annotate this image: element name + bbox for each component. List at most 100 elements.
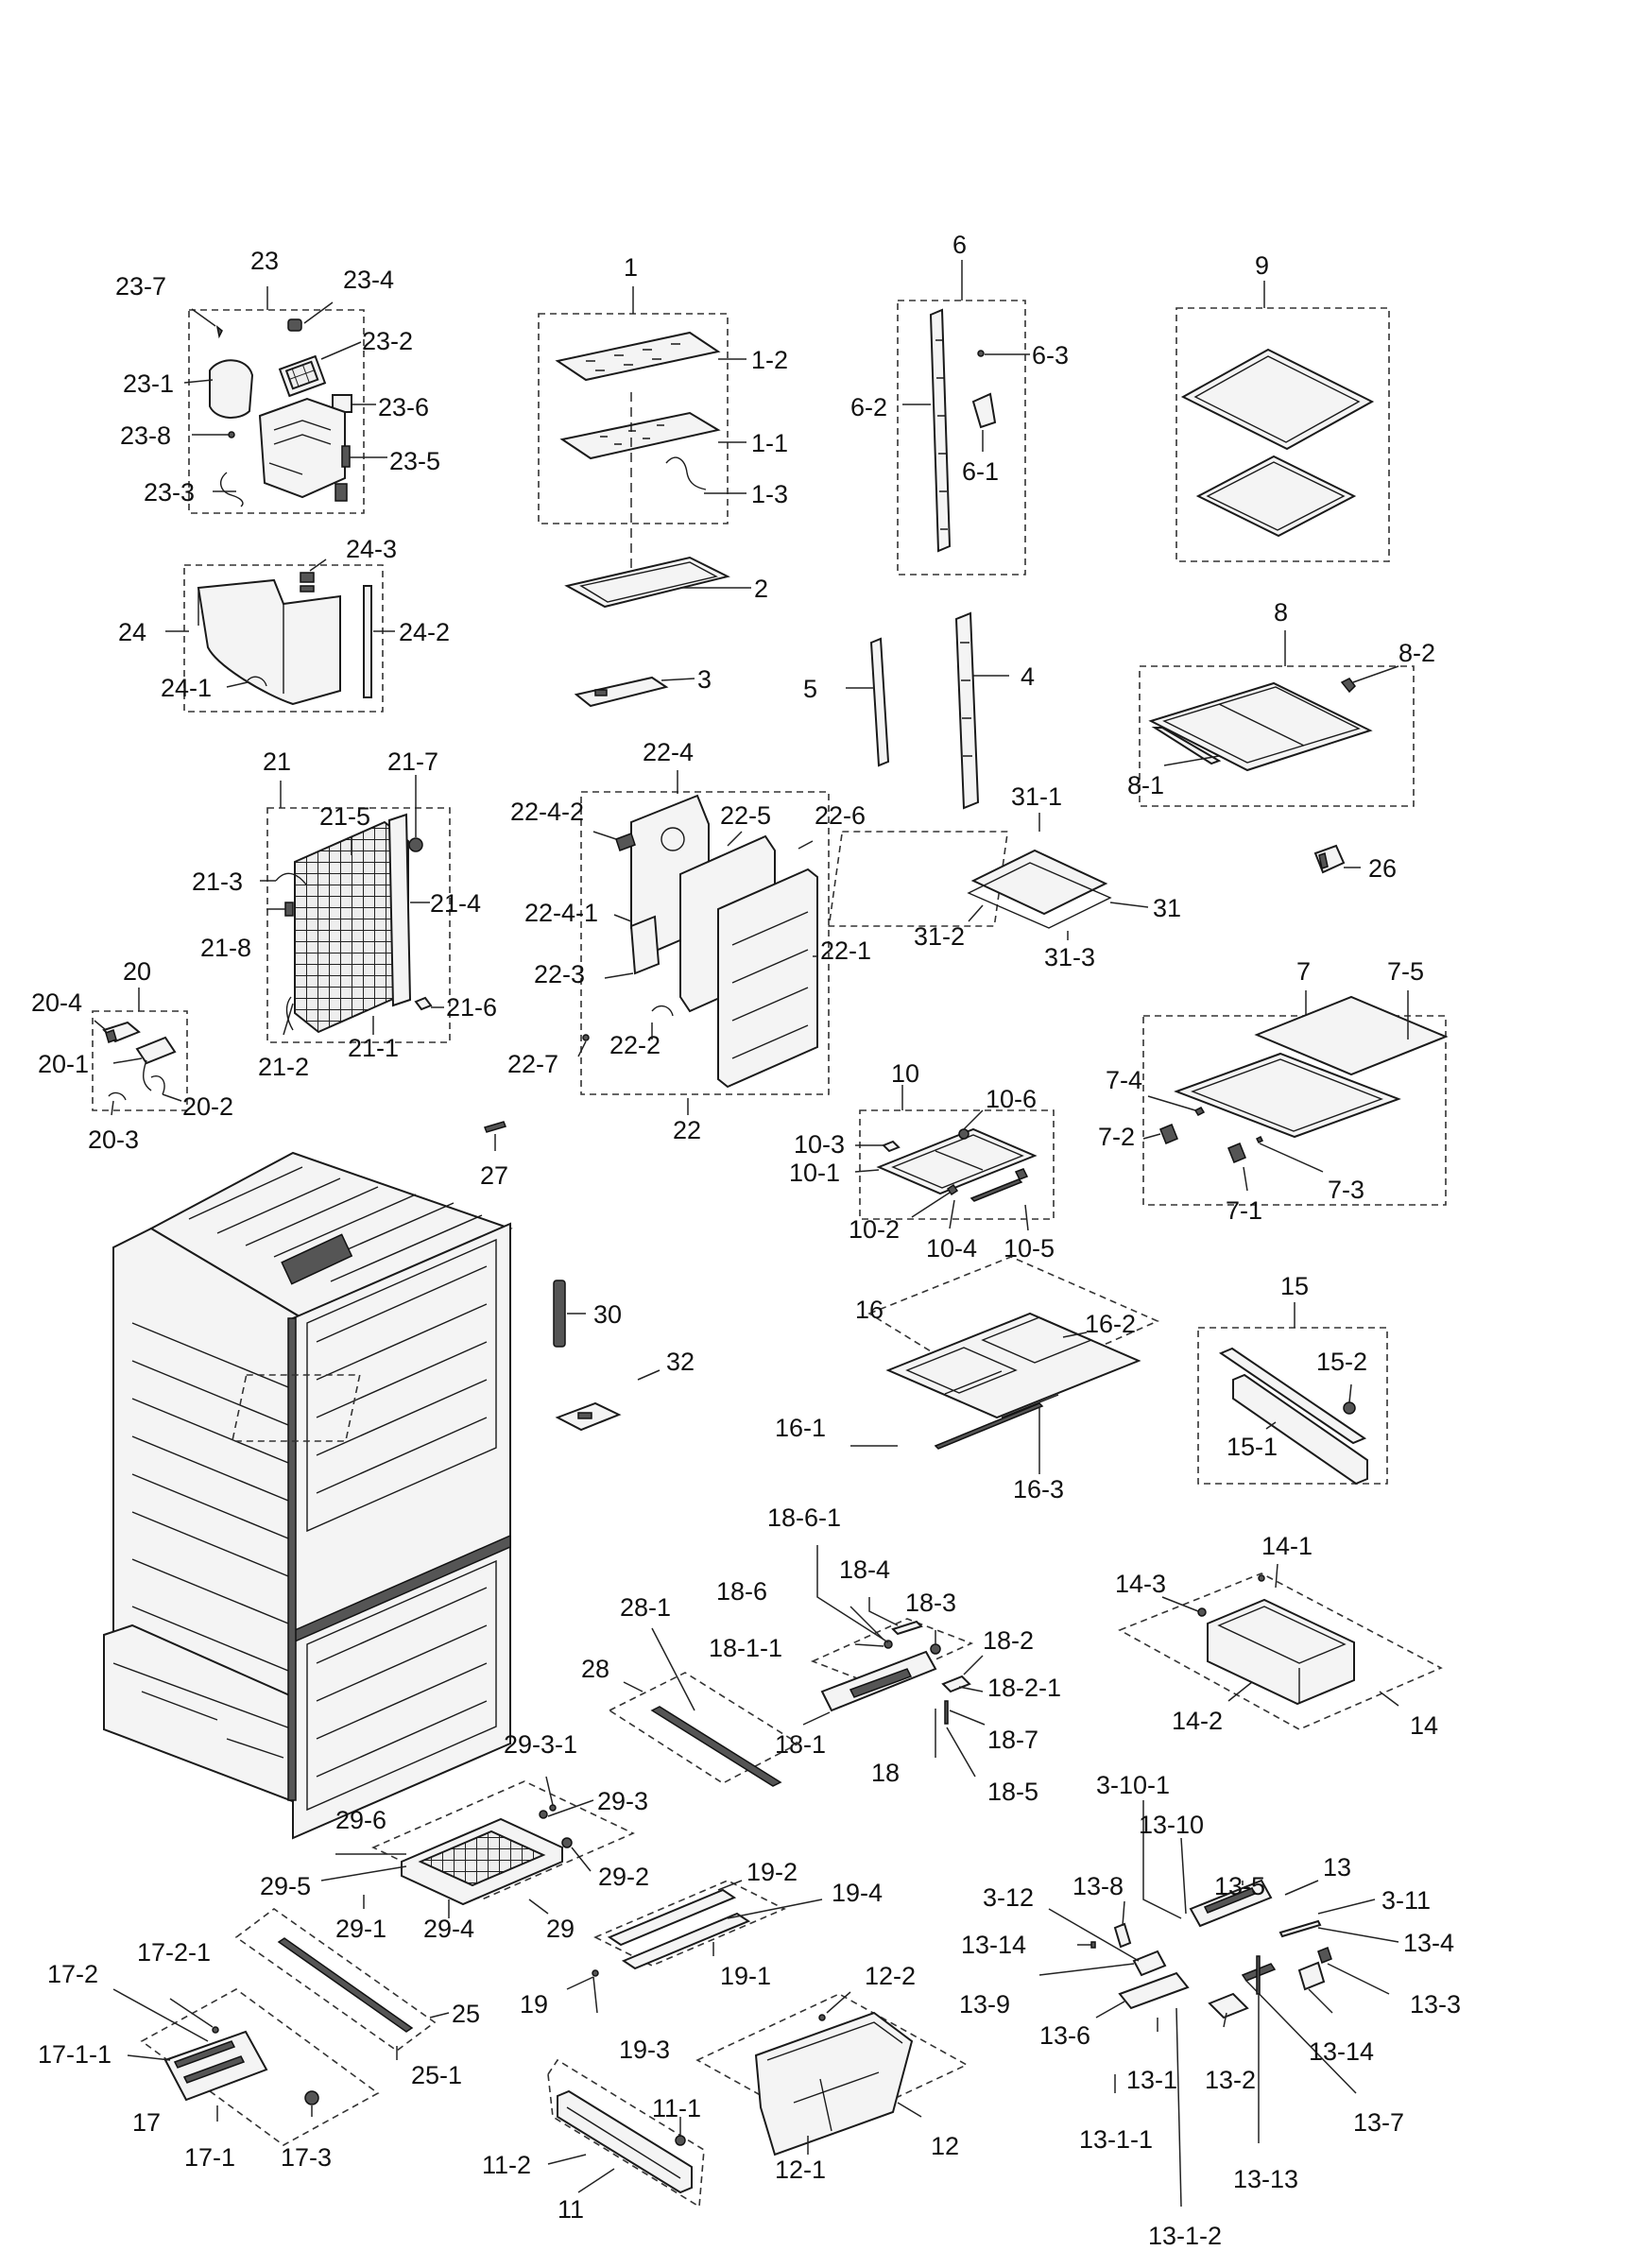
- part-9-frame-inner: [1193, 355, 1361, 443]
- label-31-2: 31-2: [914, 922, 965, 951]
- part-23-detail: [335, 483, 348, 502]
- group-17-box: [140, 1988, 380, 2146]
- part-22-3: [629, 915, 661, 975]
- leader-13-10: [1180, 1837, 1187, 1915]
- label-21: 21: [263, 747, 291, 776]
- cabinet-bottom-detail: [112, 1662, 294, 1759]
- label-12-1: 12-1: [775, 2156, 826, 2184]
- part-12: [754, 2011, 914, 2156]
- group-7: [1142, 990, 1449, 1206]
- leader-20-3: [111, 1100, 114, 1116]
- leader-19-4: [727, 1899, 823, 1919]
- label-32: 32: [666, 1348, 695, 1376]
- label-23-8: 23-8: [120, 421, 171, 450]
- label-17: 17: [132, 2108, 161, 2137]
- label-15: 15: [1280, 1272, 1309, 1300]
- leader-17-1-1: [127, 2054, 171, 2061]
- part-12-2: [818, 2014, 826, 2021]
- label-19-3: 19-3: [619, 2036, 670, 2064]
- label-10-5: 10-5: [1004, 1234, 1055, 1263]
- part-20-3: [108, 1091, 127, 1101]
- part-2: [564, 556, 730, 609]
- part-24-3: [300, 572, 315, 593]
- leader-17-2-1: [169, 1998, 214, 2028]
- part-3: [574, 676, 669, 708]
- part-1-3: [665, 456, 707, 490]
- group-29: [320, 1776, 635, 1918]
- label-20-1: 20-1: [38, 1050, 89, 1078]
- leader-18-4: [868, 1597, 899, 1626]
- cabinet-control-box: [281, 1233, 353, 1285]
- leader-10-1: [854, 1169, 880, 1173]
- label-28: 28: [581, 1655, 609, 1683]
- label-17-3: 17-3: [281, 2143, 332, 2172]
- part-10-1-inner: [891, 1134, 1024, 1189]
- part-19-2: [607, 1888, 737, 1947]
- label-23-7: 23-7: [115, 272, 166, 301]
- leader-24-3: [309, 558, 327, 572]
- leader-23-7: [191, 308, 216, 327]
- label-10-1: 10-1: [789, 1159, 840, 1187]
- part-23-main-detail: [268, 420, 332, 475]
- part-7-frame: [1174, 1052, 1401, 1139]
- leader-21-2: [283, 1003, 294, 1036]
- part-24-2: [363, 585, 372, 698]
- leader-10-6: [963, 1109, 984, 1130]
- part-14: [1207, 1598, 1355, 1706]
- group-9: [1175, 281, 1390, 562]
- part-29-1: [418, 1830, 546, 1887]
- label-7: 7: [1296, 957, 1311, 986]
- part-16-3: [934, 1402, 1044, 1450]
- label-29: 29: [546, 1915, 575, 1943]
- part-11-1: [675, 2135, 686, 2146]
- label-13-1-1: 13-1-1: [1079, 2125, 1153, 2154]
- part-29-2: [561, 1837, 573, 1848]
- part-13-13: [1256, 1955, 1261, 1995]
- leader-13-9: [1038, 1963, 1135, 1976]
- label-22-7: 22-7: [507, 1050, 558, 1078]
- part-14-inner: [1217, 1606, 1347, 1704]
- label-30: 30: [593, 1300, 622, 1329]
- leader-15-2: [1348, 1383, 1352, 1403]
- leader-20-1: [112, 1057, 143, 1064]
- leader-18-1: [802, 1711, 831, 1726]
- part-28: [650, 1706, 782, 1787]
- leader-13-1-2: [1175, 2007, 1182, 2208]
- part-19-1: [621, 1912, 751, 1970]
- label-17-1-1: 17-1-1: [38, 2040, 112, 2069]
- leader-10-5: [1024, 1204, 1029, 1231]
- part-15-1: [1218, 1347, 1367, 1445]
- part-20-2: [150, 1075, 165, 1095]
- part-19: [592, 1969, 599, 1977]
- leader-18-6: [849, 1606, 884, 1641]
- leader-20-2: [162, 1093, 182, 1102]
- label-31-1: 31-1: [1011, 782, 1062, 811]
- group-11-box: [547, 2058, 705, 2208]
- label-26: 26: [1368, 854, 1397, 883]
- label-23-3: 23-3: [144, 478, 195, 507]
- group-13: [1038, 1800, 1399, 2208]
- leader-3-10-1: [1142, 1800, 1182, 1919]
- group-21-box: [266, 807, 451, 1043]
- leader-22-6: [798, 840, 814, 850]
- label-19-2: 19-2: [746, 1858, 798, 1886]
- label-11-2: 11-2: [482, 2151, 531, 2179]
- label-3-12: 3-12: [983, 1883, 1034, 1912]
- group-7-box: [1142, 1015, 1447, 1206]
- label-6-3: 6-3: [1032, 341, 1069, 369]
- part-18-2: [941, 1675, 971, 1693]
- part-11-rail-detail: [566, 2106, 681, 2179]
- label-28-1: 28-1: [620, 1593, 671, 1622]
- label-7-3: 7-3: [1328, 1176, 1364, 1204]
- label-22-3: 22-3: [534, 960, 585, 988]
- part-31-frame: [967, 862, 1112, 929]
- leader-15-1: [1265, 1421, 1277, 1430]
- leader-14: [1379, 1691, 1399, 1707]
- label-31-3: 31-3: [1044, 943, 1095, 971]
- label-29-1: 29-1: [335, 1915, 386, 1943]
- label-18-2-1: 18-2-1: [987, 1674, 1061, 1702]
- part-7-2: [1159, 1124, 1178, 1144]
- group-10: [854, 1085, 1055, 1231]
- part-8-2: [1340, 678, 1356, 694]
- group-8: [1139, 630, 1415, 807]
